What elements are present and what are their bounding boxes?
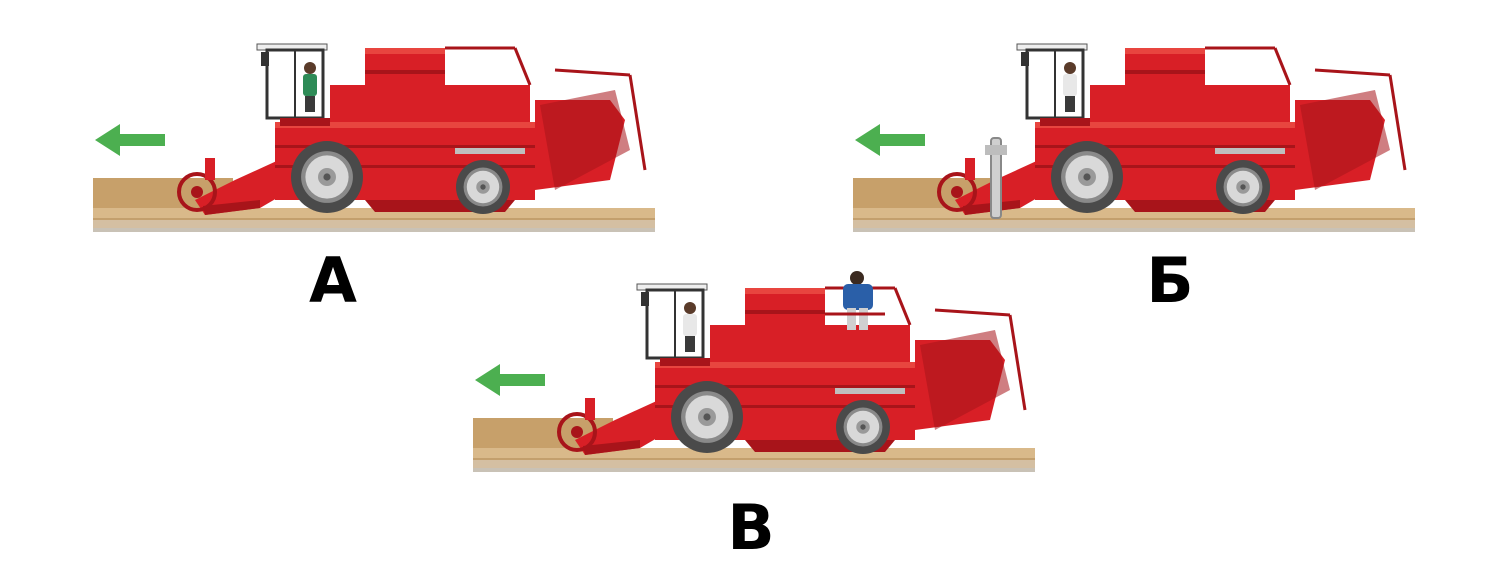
- combine-cab: [1016, 43, 1090, 126]
- combine-cab: [256, 43, 330, 126]
- front-wheel: [671, 381, 743, 453]
- rear-wheel: [836, 400, 890, 454]
- arrow-left-icon: [855, 124, 925, 156]
- front-wheel: [291, 141, 363, 213]
- rear-wheel: [1216, 160, 1270, 214]
- panel-label-c: В: [727, 491, 775, 564]
- combine-scene-c: [465, 270, 1045, 510]
- combine-scene-b: [845, 30, 1425, 270]
- front-wheel: [1051, 141, 1123, 213]
- panel-label-a: А: [309, 244, 357, 317]
- worker-figure: [825, 271, 885, 330]
- driver-figure: [303, 62, 317, 112]
- rear-wheel: [456, 160, 510, 214]
- driver-figure: [683, 302, 697, 352]
- combine-scene-a: [85, 30, 665, 270]
- combine-cab: [636, 283, 710, 366]
- arrow-left-icon: [95, 124, 165, 156]
- panel-label-b: Б: [1146, 244, 1194, 317]
- arrow-left-icon: [475, 364, 545, 396]
- header-attachment: [985, 137, 1007, 219]
- wheat-field: [93, 178, 655, 232]
- driver-figure: [1063, 62, 1077, 112]
